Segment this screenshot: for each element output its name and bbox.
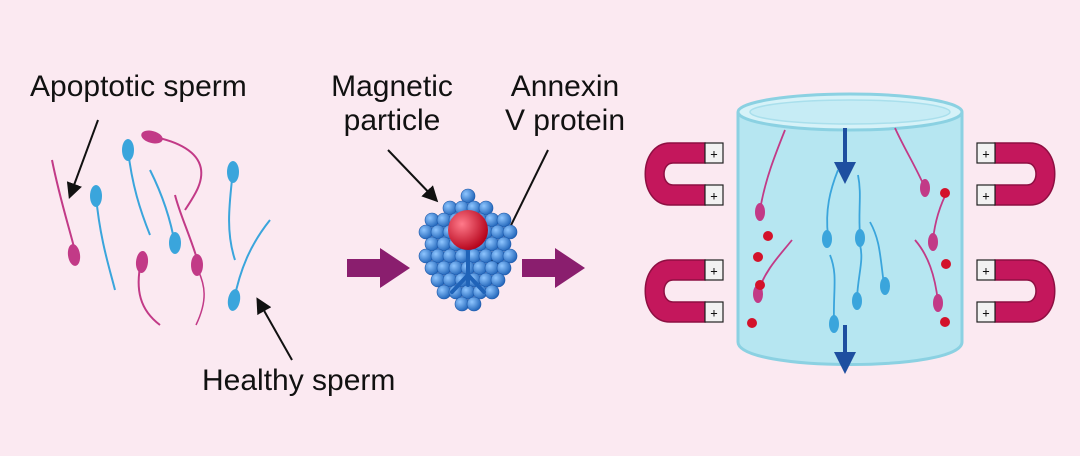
healthy-sperm-label: Healthy sperm — [202, 364, 396, 397]
process-arrow-2 — [522, 248, 585, 288]
svg-text:+: + — [710, 189, 717, 203]
magnet-icon-top-right: ++ — [976, 142, 1056, 206]
apoptotic-sperm-label: Apoptotic sperm — [30, 70, 247, 103]
svg-text:+: + — [710, 264, 717, 278]
svg-text:+: + — [710, 306, 717, 320]
svg-text:+: + — [710, 147, 717, 161]
bound-magnetic-particles — [747, 188, 951, 328]
process-arrow-1 — [347, 248, 410, 288]
healthy-pointer — [256, 297, 293, 361]
annexin-label-line1: Annexin — [510, 70, 620, 103]
flow-arrows — [834, 128, 856, 374]
magnetic-particle-label: Magnetic particle — [322, 70, 462, 138]
magnets: ++++++++ — [644, 142, 1056, 323]
sperm-population — [51, 130, 271, 326]
annexin-label-line2: V protein — [504, 104, 626, 137]
magnet-icon-top-left: ++ — [644, 142, 724, 206]
magnetic-label-line1: Magnetic — [331, 70, 453, 103]
healthy-sperm — [90, 139, 271, 311]
magnet-icon-bottom-left: ++ — [644, 259, 724, 323]
magnet-icon-bottom-right: ++ — [976, 259, 1056, 323]
magnetic-pointer — [387, 149, 439, 203]
svg-text:+: + — [982, 189, 989, 203]
magnetic-label-line2: particle — [343, 104, 441, 137]
annexin-protein-label: Annexin V protein — [500, 70, 630, 138]
magnetic-particle-complex — [418, 188, 518, 312]
svg-text:+: + — [982, 306, 989, 320]
apoptotic-sperm — [51, 130, 205, 326]
svg-text:+: + — [982, 147, 989, 161]
svg-text:+: + — [982, 264, 989, 278]
column-healthy-sperm — [822, 169, 890, 333]
magnetic-column — [736, 92, 964, 374]
apoptotic-pointer — [66, 119, 99, 200]
magnetic-particle — [448, 210, 488, 250]
